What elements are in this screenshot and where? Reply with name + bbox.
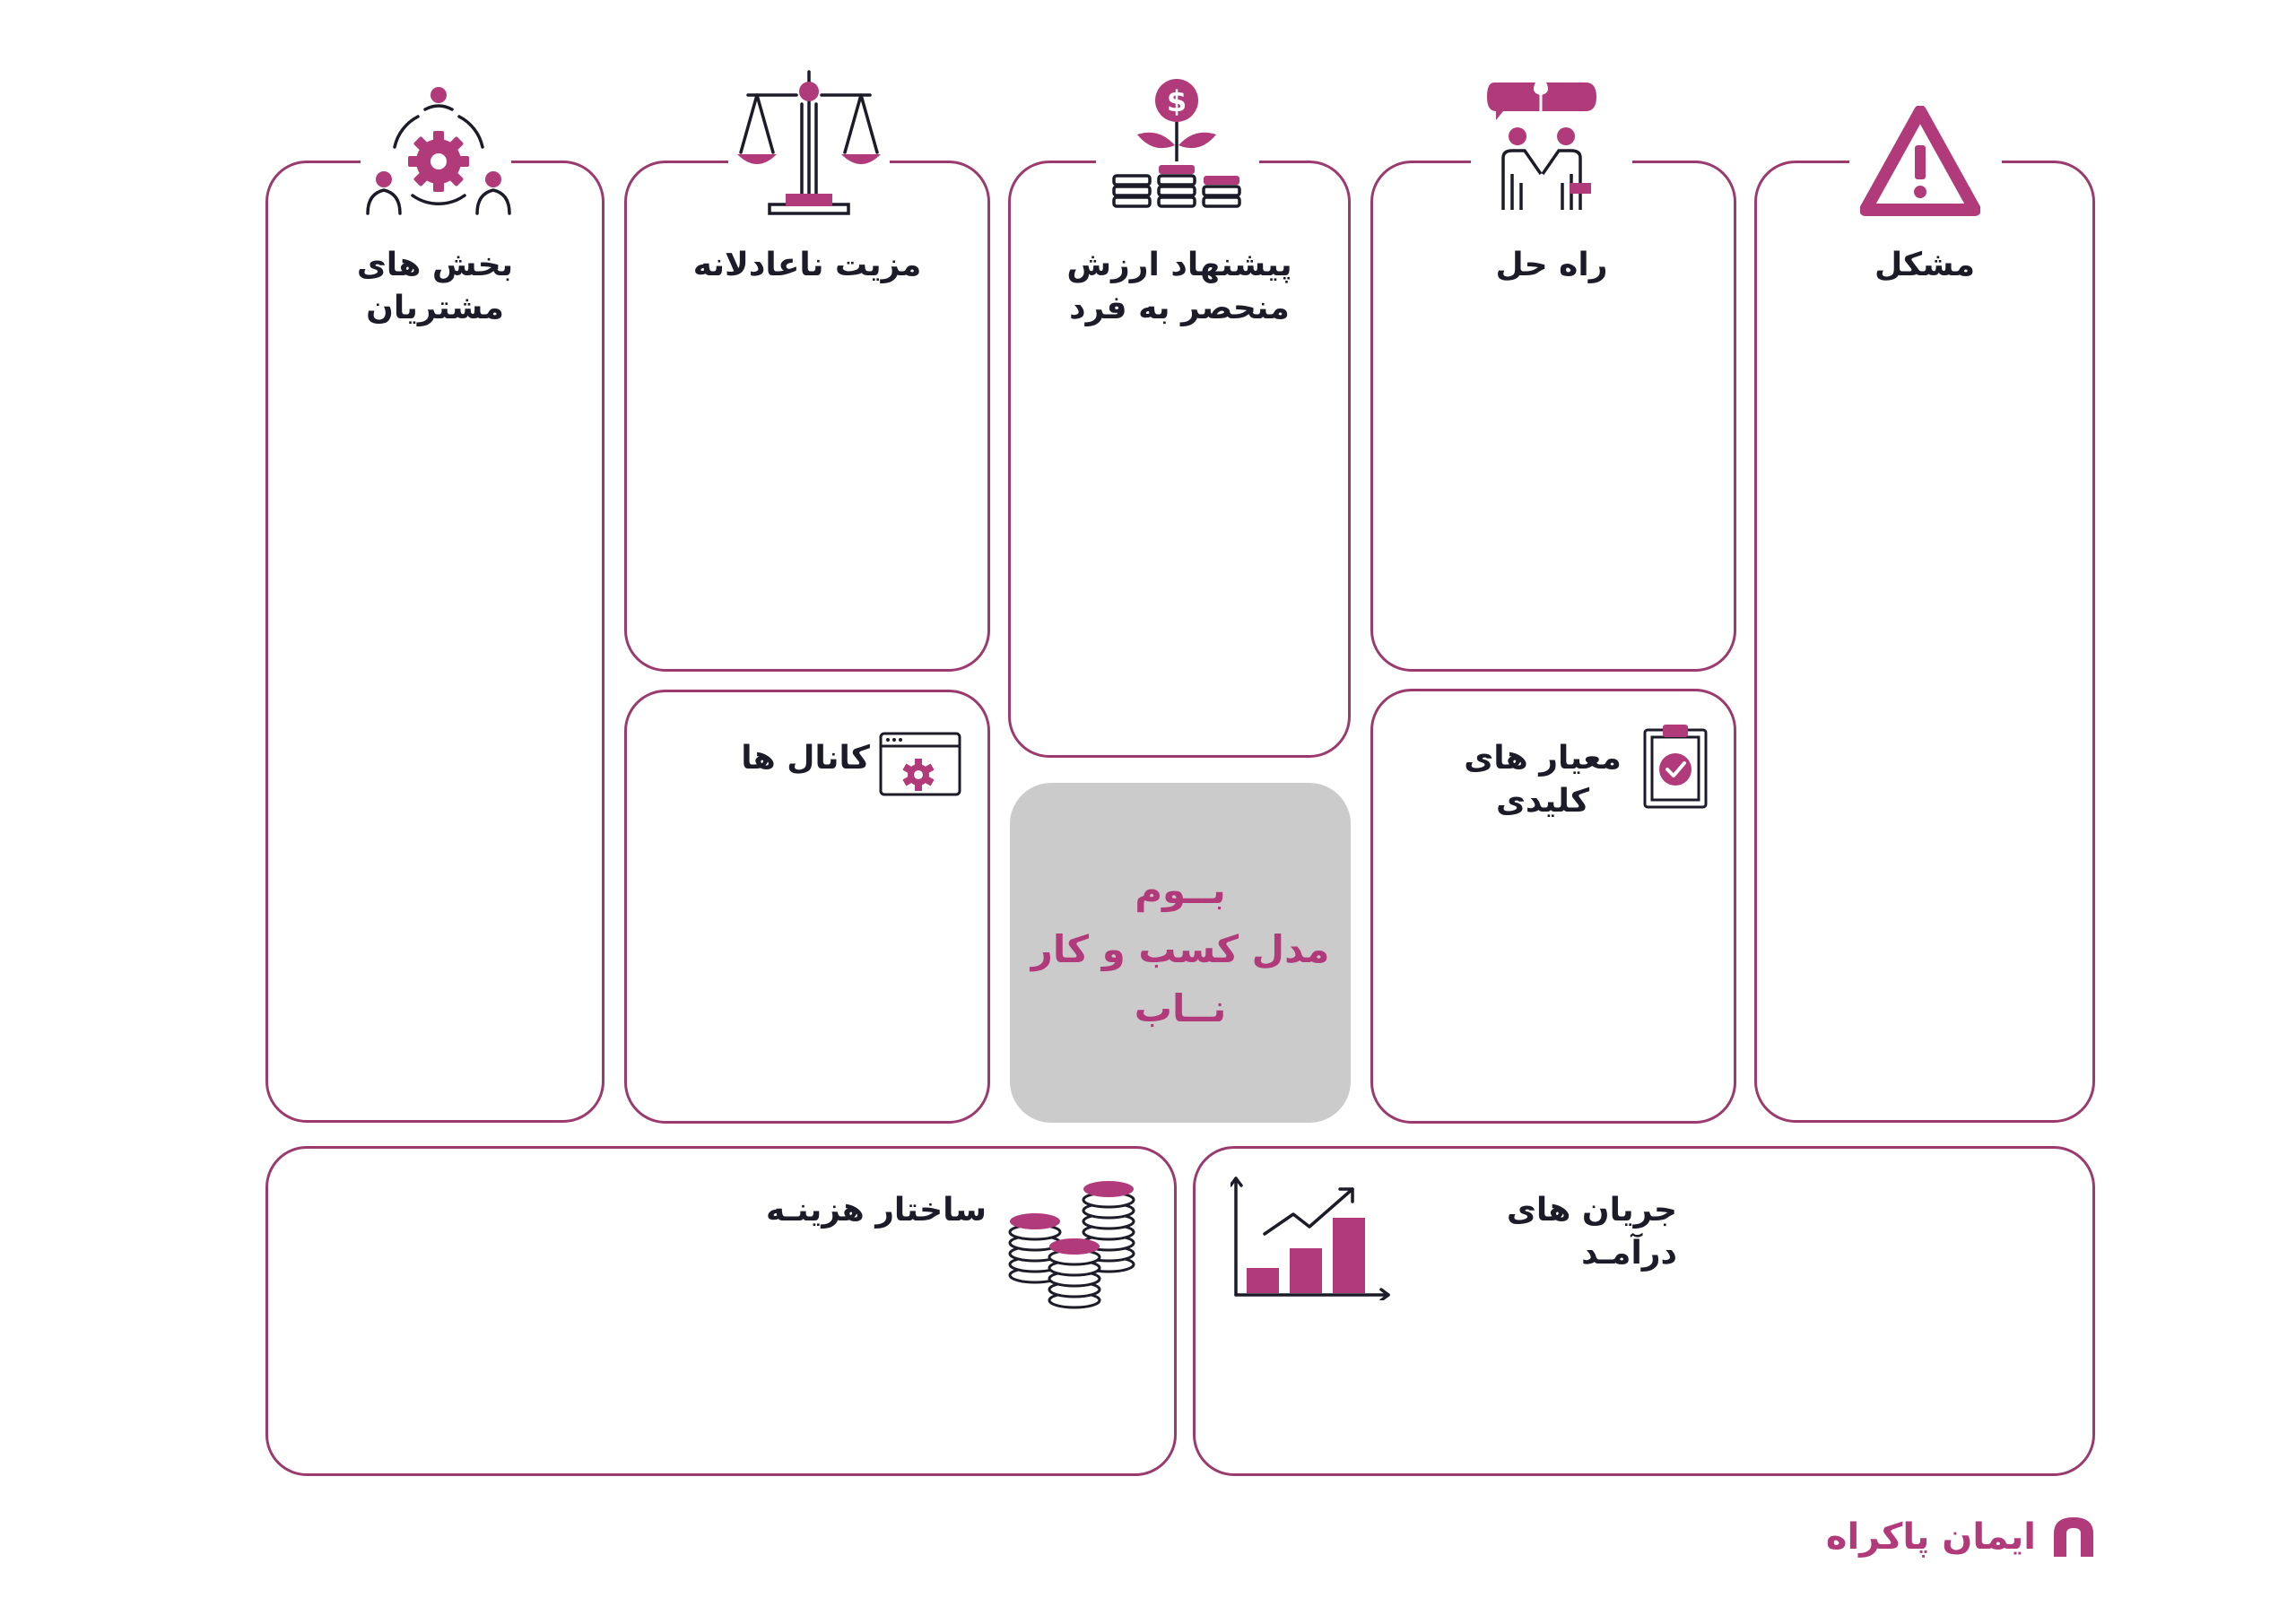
cost-structure-box	[265, 1146, 1177, 1476]
growth-bar-chart-icon	[1231, 1177, 1390, 1300]
money-plant-coins-icon: $	[1112, 79, 1241, 208]
customer-segments-title-line-1: بخش های	[356, 247, 514, 283]
uvp-title-line-1: پیشنهاد ارزش	[1066, 247, 1292, 283]
uvp-title: پیشنهاد ارزش منحصر به فرد	[1012, 244, 1347, 330]
lean-canvas-center-label: بــوم مدل کسب و کار نــاب	[1010, 861, 1351, 1038]
unfair-advantage-title: مزیت ناعادلانه	[628, 244, 987, 287]
key-metrics-title-line-2: کلیدی	[1495, 783, 1590, 820]
solution-title-line-1: راه حل	[1495, 247, 1608, 283]
revenue-streams-title: جریان های درآمـد	[1408, 1189, 1677, 1275]
center-label-line-2: مدل کسب و کار	[1031, 927, 1330, 971]
key-metrics-title-line-1: معیار های	[1464, 740, 1622, 777]
warning-triangle-icon	[1860, 106, 1980, 216]
coin-stacks-icon	[1008, 1181, 1135, 1309]
cost-structure-title: ساختار هزینـه	[718, 1189, 987, 1232]
revenue-streams-title-line-1: جریان های درآمـد	[1506, 1192, 1677, 1272]
clipboard-check-icon	[1643, 725, 1708, 809]
problem-title-line-1: مشکل	[1874, 247, 1975, 283]
unfair-advantage-box	[624, 161, 990, 672]
center-label-line-1: بــوم	[1135, 868, 1226, 912]
revenue-streams-box	[1193, 1146, 2095, 1476]
svg-text:$: $	[1167, 84, 1187, 118]
brand-logo-icon	[2054, 1517, 2093, 1557]
key-metrics-title: معیار های کلیدی	[1453, 737, 1632, 823]
unique-value-proposition-box	[1008, 161, 1351, 758]
browser-gear-icon	[879, 732, 961, 796]
puzzle-handshake-icon	[1487, 83, 1596, 210]
center-label-line-3: نــاب	[1134, 986, 1227, 1030]
customer-segments-title: بخش های مشتریان	[269, 244, 601, 330]
problem-title: مشکل	[1758, 244, 2092, 287]
lean-canvas-center-box	[1010, 783, 1351, 1123]
cost-structure-title-line-1: ساختار هزینـه	[765, 1192, 987, 1229]
solution-box	[1370, 161, 1736, 672]
balance-scale-icon	[737, 70, 881, 215]
uvp-title-line-2: منحصر به فرد	[1069, 290, 1290, 326]
unfair-advantage-title-line-1: مزیت ناعادلانه	[692, 247, 922, 283]
channels-title: کانال ها	[709, 737, 870, 780]
brand-name: ایمان پاکراه	[1825, 1516, 2036, 1558]
solution-title: راه حل	[1372, 244, 1731, 287]
problem-box	[1754, 161, 2095, 1123]
customer-segments-box	[265, 161, 604, 1123]
channels-title-line-1: کانال ها	[741, 740, 870, 777]
customer-network-gear-icon	[366, 87, 511, 215]
customer-segments-title-line-2: مشتریان	[366, 290, 504, 326]
